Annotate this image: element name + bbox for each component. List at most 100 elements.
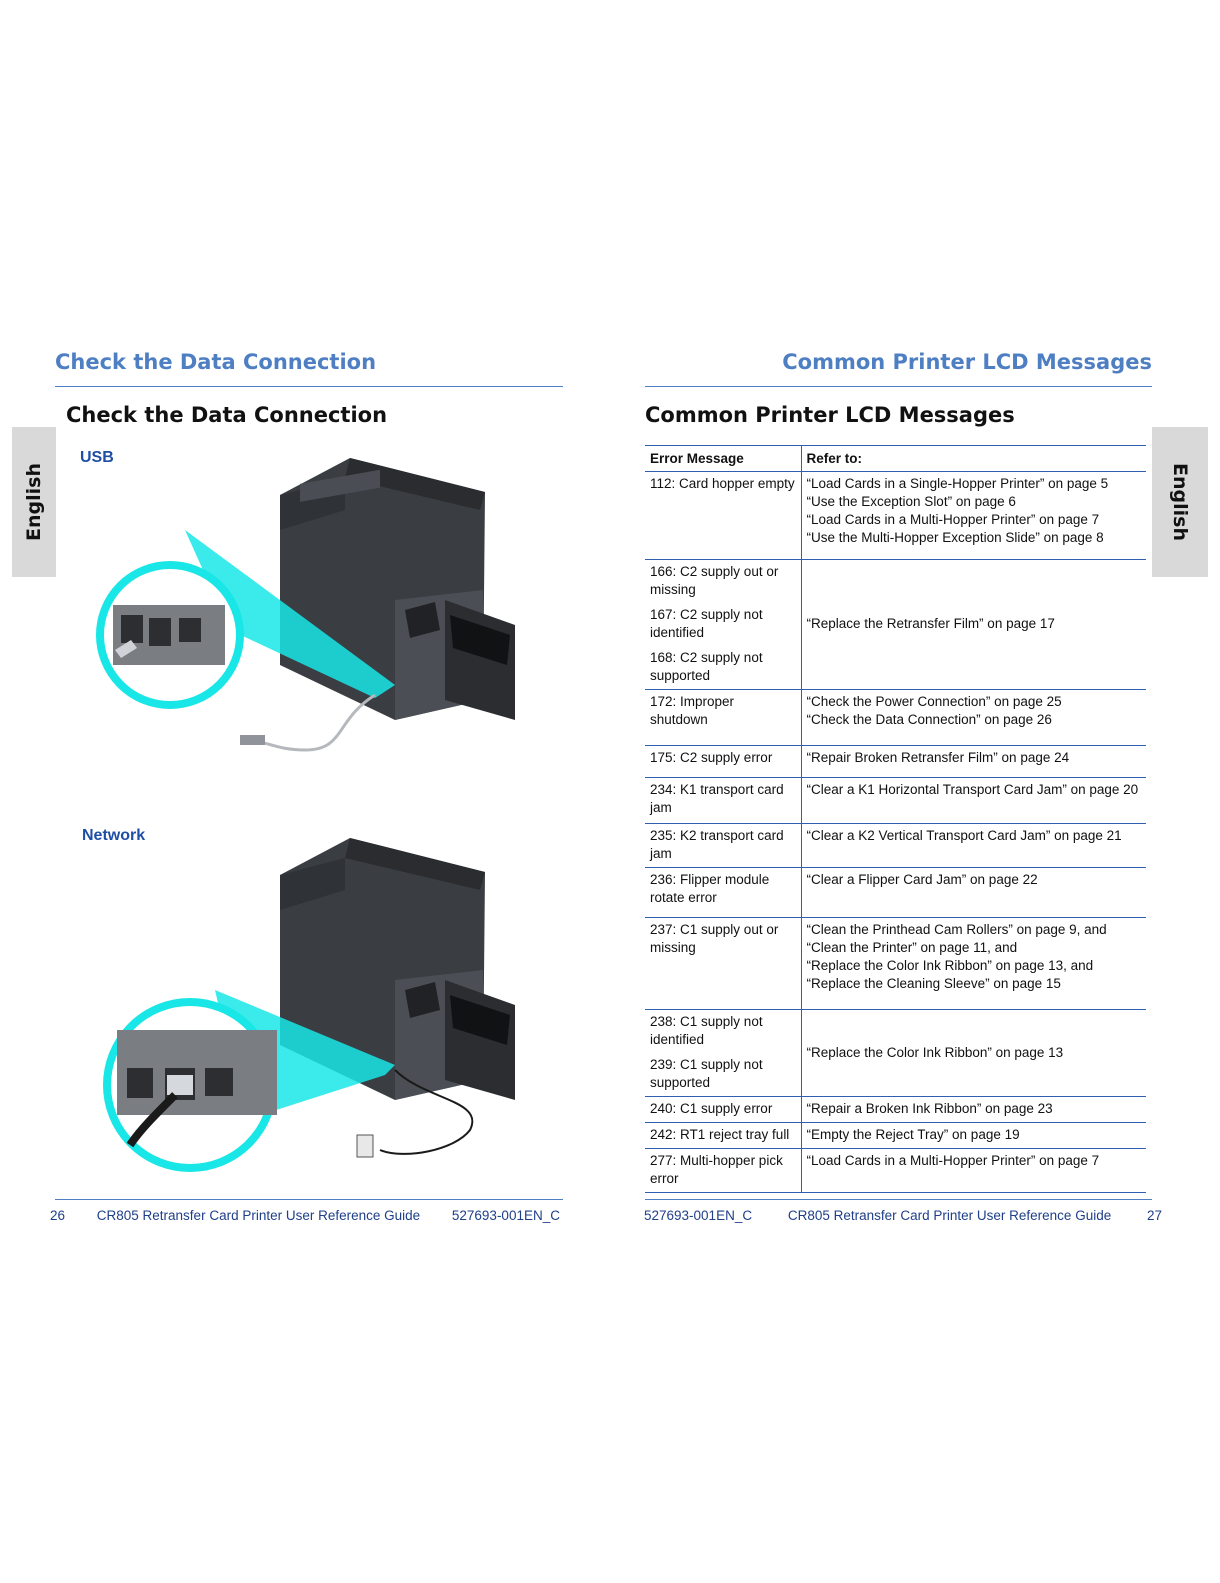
reference-link-text: “Check the Power Connection” on page 25 — [806, 694, 1062, 709]
error-message: 167: C2 supply not identified — [650, 607, 763, 640]
reference-link-text: “Replace the Cleaning Sleeve” on page 15 — [806, 976, 1061, 991]
right-page: Common Printer LCD Messages Common Print… — [610, 0, 1220, 1583]
error-message: 175: C2 supply error — [650, 750, 773, 765]
table-row: 240: C1 supply error “Repair a Broken Ink… — [645, 1096, 1146, 1123]
refer-to-cell: “Clear a Flipper Card Jam” on page 22 — [801, 867, 1146, 918]
table-row: 235: K2 transport card jam “Clear a K2 Ve… — [645, 823, 1146, 868]
error-message-cell: 234: K1 transport card jam — [645, 777, 802, 824]
error-message: 234: K1 transport card jam — [650, 782, 784, 815]
page-footer: 26 CR805 Retransfer Card Printer User Re… — [50, 1208, 560, 1223]
usb-connection-illustration — [96, 458, 515, 752]
reference-link-text: “Clean the Printhead Cam Rollers” on pag… — [806, 922, 1107, 937]
error-message: 166: C2 supply out or missing — [650, 564, 779, 597]
section-title: Check the Data Connection — [66, 403, 388, 427]
reference-link-text: “Replace the Retransfer Film” on page 17 — [806, 616, 1055, 631]
refer-to-cell: “Repair Broken Retransfer Film” on page … — [801, 745, 1146, 778]
reference-link-text: “Use the Exception Slot” on page 6 — [806, 494, 1016, 509]
table-row: 277: Multi-hopper pick error “Load Cards … — [645, 1148, 1146, 1193]
error-message-cell: 238: C1 supply not identified 239: C1 sup… — [645, 1009, 802, 1097]
reference-link-text: “Clear a Flipper Card Jam” on page 22 — [806, 872, 1038, 887]
error-message-cell: 235: K2 transport card jam — [645, 823, 802, 868]
error-message-cell: 240: C1 supply error — [645, 1096, 802, 1123]
error-message-cell: 175: C2 supply error — [645, 745, 802, 778]
reference-link-text: “Clean the Printer” on page 11, and — [806, 940, 1018, 955]
error-message: 235: K2 transport card jam — [650, 828, 784, 861]
refer-to-cell: “Load Cards in a Multi-Hopper Printer” o… — [801, 1148, 1146, 1193]
reference-link-text: “Empty the Reject Tray” on page 19 — [806, 1127, 1020, 1142]
reference-link-text: “Use the Multi-Hopper Exception Slide” o… — [806, 530, 1104, 545]
table-row: 238: C1 supply not identified 239: C1 sup… — [645, 1009, 1146, 1097]
error-message: 240: C1 supply error — [650, 1101, 773, 1116]
error-message: 277: Multi-hopper pick error — [650, 1153, 783, 1186]
error-message-cell: 112: Card hopper empty — [645, 471, 802, 560]
language-tab: English — [1152, 427, 1208, 577]
refer-to-cell: “Repair a Broken Ink Ribbon” on page 23 — [801, 1096, 1146, 1123]
usb-label: USB — [80, 449, 114, 466]
error-message: 238: C1 supply not identified — [650, 1014, 763, 1047]
refer-to-cell: “Replace the Color Ink Ribbon” on page 1… — [801, 1009, 1146, 1097]
network-label: Network — [82, 827, 146, 844]
error-message: 242: RT1 reject tray full — [650, 1127, 790, 1142]
error-message: 236: Flipper module rotate error — [650, 872, 770, 905]
header-refer-to: Refer to: — [801, 445, 1146, 472]
page-number: 26 — [50, 1208, 66, 1223]
header-rule — [645, 386, 1152, 387]
table-row: 236: Flipper module rotate error “Clear a… — [645, 867, 1146, 918]
refer-to-cell: “Check the Power Connection” on page 25 “… — [801, 689, 1146, 746]
page-footer: 527693-001EN_C CR805 Retransfer Card Pri… — [644, 1208, 1162, 1223]
reference-link-text: “Repair Broken Retransfer Film” on page … — [806, 750, 1070, 765]
error-message-cell: 236: Flipper module rotate error — [645, 867, 802, 918]
refer-to-cell: “Clear a K2 Vertical Transport Card Jam”… — [801, 823, 1146, 868]
language-tab-label: English — [23, 463, 45, 541]
doc-number: 527693-001EN_C — [644, 1208, 753, 1223]
error-message-cell: 172: Improper shutdown — [645, 689, 802, 746]
running-head: Check the Data Connection — [55, 350, 377, 374]
doc-number: 527693-001EN_C — [451, 1208, 560, 1223]
error-message-cell: 277: Multi-hopper pick error — [645, 1148, 802, 1193]
reference-link-text: “Load Cards in a Single-Hopper Printer” … — [806, 476, 1109, 491]
reference-link-text: “Replace the Color Ink Ribbon” on page 1… — [806, 958, 1094, 973]
refer-to-cell: “Empty the Reject Tray” on page 19 — [801, 1122, 1146, 1149]
refer-to-cell: “Clear a K1 Horizontal Transport Card Ja… — [801, 777, 1146, 824]
network-connection-illustration — [103, 838, 515, 1172]
reference-link-text: “Load Cards in a Multi-Hopper Printer” o… — [806, 512, 1100, 527]
error-message-cell: 242: RT1 reject tray full — [645, 1122, 802, 1149]
refer-to-cell: “Load Cards in a Single-Hopper Printer” … — [801, 471, 1146, 560]
table-row: 237: C1 supply out or missing “Clean the … — [645, 917, 1146, 1010]
language-tab-label: English — [1169, 463, 1191, 541]
reference-link-text: “Load Cards in a Multi-Hopper Printer” o… — [806, 1153, 1100, 1168]
left-page: Check the Data Connection Check the Data… — [12, 350, 563, 1223]
header-rule — [55, 386, 563, 387]
reference-link-text: “Clear a K1 Horizontal Transport Card Ja… — [806, 782, 1139, 797]
footer-rule — [645, 1199, 1152, 1200]
footer-rule — [55, 1199, 563, 1200]
language-tab: English — [12, 427, 56, 577]
error-message: 237: C1 supply out or missing — [650, 922, 779, 955]
table-row: 175: C2 supply error “Repair Broken Retra… — [645, 745, 1146, 778]
error-message-cell: 237: C1 supply out or missing — [645, 917, 802, 1010]
refer-to-cell: “Replace the Retransfer Film” on page 17 — [801, 559, 1146, 690]
table-row: 166: C2 supply out or missing 167: C2 sup… — [645, 559, 1146, 690]
lcd-messages-table: Error Message Refer to: 112: Card hopper… — [645, 445, 1146, 1193]
guide-title: CR805 Retransfer Card Printer User Refer… — [787, 1208, 1112, 1223]
section-title: Common Printer LCD Messages — [645, 403, 1015, 427]
page-number: 27 — [1146, 1208, 1162, 1223]
error-message-cell: 166: C2 supply out or missing 167: C2 sup… — [645, 559, 802, 690]
refer-to-cell: “Clean the Printhead Cam Rollers” on pag… — [801, 917, 1146, 1010]
table-row: 172: Improper shutdown“Check the Power C… — [645, 689, 1146, 746]
running-head: Common Printer LCD Messages — [782, 350, 1152, 374]
table-body: 112: Card hopper empty “Load Cards in a S… — [645, 471, 1146, 1193]
error-message: 168: C2 supply not supported — [650, 650, 763, 683]
table-row: 234: K1 transport card jam “Clear a K1 Ho… — [645, 777, 1146, 824]
header-error-message: Error Message — [645, 445, 802, 472]
reference-link-text: “Clear a K2 Vertical Transport Card Jam”… — [806, 828, 1122, 843]
error-message: 112: Card hopper empty — [650, 476, 795, 491]
guide-title: CR805 Retransfer Card Printer User Refer… — [96, 1208, 421, 1223]
table-row: 112: Card hopper empty “Load Cards in a S… — [645, 471, 1146, 560]
table-row: 242: RT1 reject tray full “Empty the Reje… — [645, 1122, 1146, 1149]
reference-link-text: “Replace the Color Ink Ribbon” on page 1… — [806, 1044, 1064, 1060]
reference-link-text: “Repair a Broken Ink Ribbon” on page 23 — [806, 1101, 1053, 1116]
table-header-row: Error Message Refer to: — [645, 445, 1146, 472]
error-message: 239: C1 supply not supported — [650, 1057, 763, 1090]
reference-link-text: “Check the Data Connection” on page 26 — [806, 712, 1052, 727]
